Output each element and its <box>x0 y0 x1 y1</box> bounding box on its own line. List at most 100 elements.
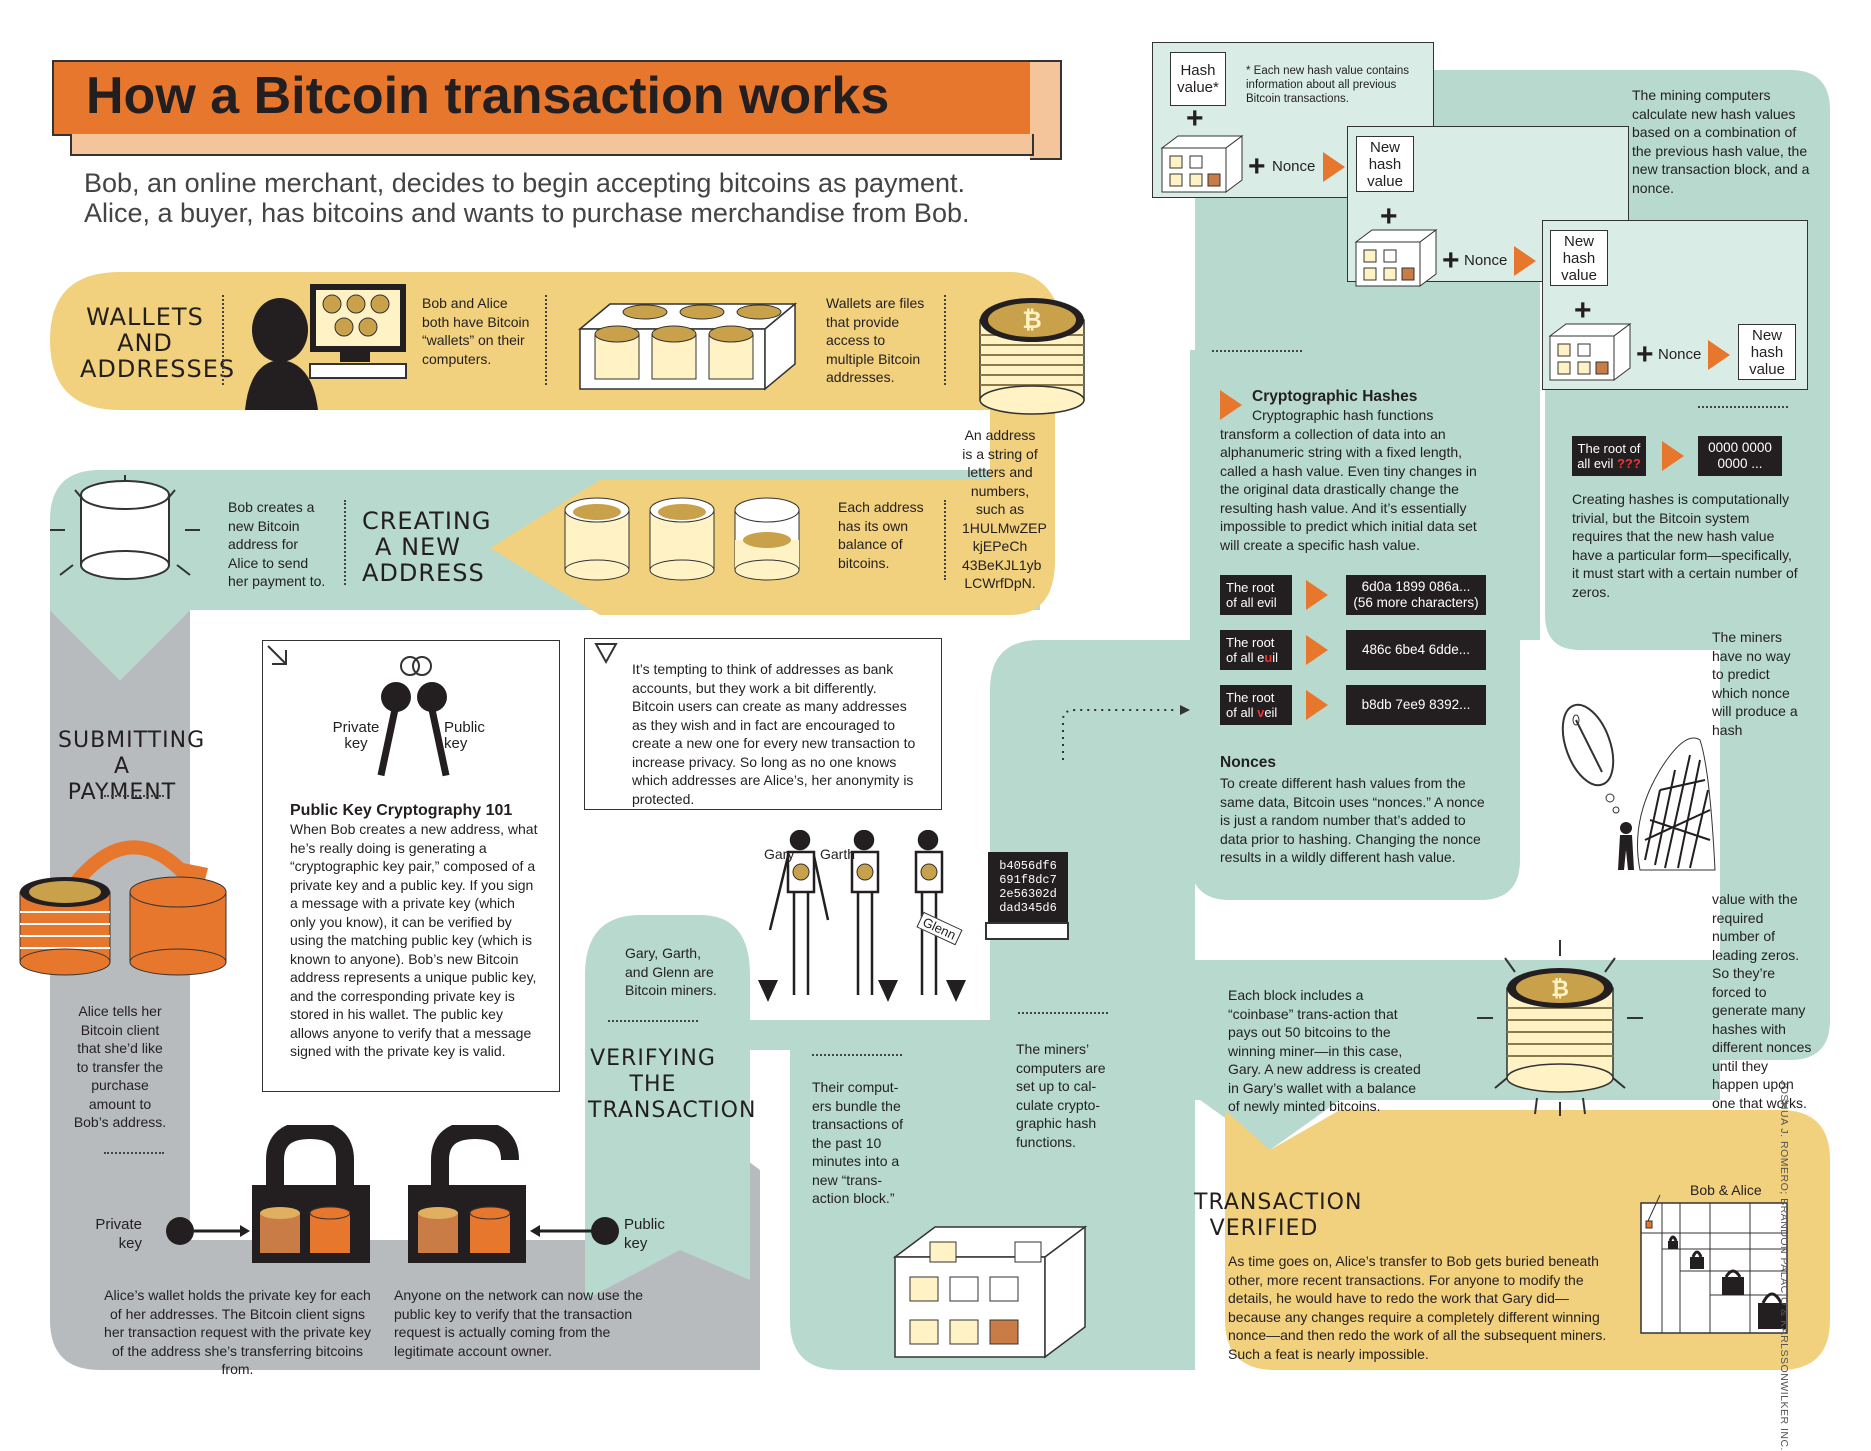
miner-gary-label: Gary <box>764 846 795 862</box>
hash-output-box: 486c 6be4 6dde... <box>1346 630 1486 670</box>
coin-stack-icon: ₿ <box>979 298 1085 415</box>
zeros-output-box: 0000 0000 0000 ... <box>1698 436 1782 476</box>
hash-input-box: The root of all veil <box>1220 685 1292 725</box>
block-icon-1 <box>1160 135 1244 193</box>
new-hash-value-box: New hash value <box>1550 230 1608 286</box>
anonymity-note-box <box>584 638 942 810</box>
arrow-icon <box>1306 690 1328 720</box>
svg-text:₿: ₿ <box>1022 306 1042 334</box>
crypto-text: Cryptographic hash functions transform a… <box>1220 407 1477 553</box>
verifying-heading: Verifying the transaction <box>588 1046 757 1123</box>
corner-arrow-icon <box>267 645 287 665</box>
block-icon-3 <box>1548 323 1632 381</box>
miners-text: Gary, Garth, and Glenn are Bitcoin miner… <box>625 945 717 998</box>
plus-icon: + <box>1186 102 1204 135</box>
hash-value-box: Hash value* <box>1170 52 1226 106</box>
zeros-text-3: value with the required number of leadin… <box>1712 891 1812 1111</box>
section-arrow-icon <box>1220 390 1242 420</box>
public-key-label: Public key <box>624 1216 665 1252</box>
submitting-text-1: Alice tells her Bitcoin client that she’… <box>73 1003 167 1130</box>
gray-path <box>50 610 760 1370</box>
miner-computer-base <box>985 922 1069 940</box>
arrow-icon <box>1323 152 1345 182</box>
mining-description: The mining computers calculate new hash … <box>1632 87 1810 196</box>
bob-alice-label: Bob & Alice <box>1690 1182 1762 1198</box>
title-banner <box>52 60 1032 136</box>
verified-heading: Transaction verified <box>1194 1190 1363 1241</box>
wallets-text-1: Bob and Alice both have Bitcoin “wallets… <box>422 295 530 367</box>
pkc-private-label: Private key <box>332 719 380 752</box>
coinbase-text: Each block includes a “coinbase” trans-a… <box>1228 987 1421 1114</box>
transaction-block-icon <box>892 1225 1088 1359</box>
page-title: How a Bitcoin transaction works <box>86 67 890 125</box>
verifying-text-1: Their comput-ers bundle the transactions… <box>812 1079 904 1206</box>
nonce-label: Nonce <box>1658 346 1702 363</box>
title-banner-bottom <box>70 134 1034 156</box>
verified-text: As time goes on, Alice’s transfer to Bob… <box>1228 1253 1607 1362</box>
arrow-icon <box>1662 441 1684 471</box>
hash-output-box: 6d0a 1899 086a... (56 more characters) <box>1346 575 1486 615</box>
arrow-icon <box>1708 340 1730 370</box>
yellow-band-top <box>50 272 1055 615</box>
plus-icon: + <box>1574 294 1592 327</box>
hash-output-box: b8db 7ee9 8392... <box>1346 685 1486 725</box>
pkc-box <box>262 640 560 1092</box>
person-computer-icon <box>245 284 407 410</box>
buried-blocks-icon <box>1640 1194 1788 1334</box>
submitting-text-2: Alice’s wallet holds the private key for… <box>104 1287 371 1377</box>
pkc-title: Public Key Cryptography 101 <box>290 802 513 819</box>
nonces-text: To create different hash values from the… <box>1220 775 1485 865</box>
transfer-arrow <box>64 840 196 895</box>
arrow-icon <box>1306 580 1328 610</box>
plus-icon: + <box>1442 244 1460 277</box>
svg-text:₿: ₿ <box>1551 977 1569 1002</box>
creating-heading: Creating a new address <box>362 507 492 587</box>
pkc-text: When Bob creates a new address, what he’… <box>290 821 538 1059</box>
new-hash-value-box: New hash value <box>1356 136 1414 192</box>
coinbase-coin-icon: ₿ <box>1477 940 1643 1116</box>
address-balances-icon <box>564 497 800 581</box>
wallets-heading: Wallets and addresses <box>80 303 236 383</box>
arrow-icon <box>1306 635 1328 665</box>
key-pair-icon <box>377 656 450 777</box>
anonymity-note-text: It’s tempting to think of addresses as b… <box>632 661 916 807</box>
hash-input-box: The root of all euil <box>1220 630 1292 670</box>
arrow-icon <box>1514 246 1536 276</box>
nonces-title: Nonces <box>1220 754 1276 771</box>
creating-text-1: Bob creates a new Bitcoin address for Al… <box>228 499 326 589</box>
lock-open-icon <box>408 1125 619 1263</box>
miner-garth-label: Garth <box>820 846 856 862</box>
plus-icon: + <box>1636 338 1654 371</box>
miners-icon <box>758 830 966 1002</box>
creating-text-2: Each address has its own balance of bitc… <box>838 499 924 571</box>
crypto-title: Cryptographic Hashes <box>1252 388 1418 405</box>
new-hash-value-box: New hash value <box>1738 324 1796 380</box>
wallets-text-3: An address is a string of letters and nu… <box>962 427 1047 591</box>
title-banner-side <box>1030 60 1062 160</box>
mining-footnote: * Each new hash value contains informati… <box>1246 65 1410 105</box>
verifying-text-2: The miners’ computers are set up to cal-… <box>1016 1041 1106 1150</box>
plus-icon: + <box>1248 150 1266 183</box>
down-arrow-icon <box>594 643 618 665</box>
teal-crypto <box>1190 350 1520 900</box>
dotted-connector <box>1062 709 1175 760</box>
hash-input-box: The root of all evil <box>1220 575 1292 615</box>
intro-text: Bob, an online merchant, decides to begi… <box>84 168 970 228</box>
teal-verifying <box>585 640 1195 1370</box>
hash-examples: The root of all evil 6d0a 1899 086a... (5… <box>1220 575 1486 745</box>
plus-icon: + <box>1380 200 1398 233</box>
pkc-public-label: Public key <box>444 719 485 752</box>
nonce-label: Nonce <box>1464 252 1508 269</box>
miner-computer-screen: b4056df6 691f8dc7 2e56302d dad345d6 <box>988 852 1068 922</box>
wallets-text-2: Wallets are files that provide access to… <box>826 295 925 385</box>
lock-closed-icon <box>166 1125 370 1263</box>
private-key-label: Private key <box>95 1216 142 1252</box>
submitting-heading: Submitting a payment <box>58 728 206 805</box>
zeros-text: Creating hashes is computationally trivi… <box>1572 491 1798 600</box>
needle-haystack-icon <box>1561 703 1716 871</box>
new-address-icon <box>50 475 200 580</box>
transfer-coins-icon <box>19 876 227 976</box>
wallet-box-icon <box>577 302 798 391</box>
credit-text: JOSHUA J. ROMERO; BRANDON PALACIO & KARL… <box>1778 1080 1790 1451</box>
submitting-text-3: Anyone on the network can now use the pu… <box>394 1287 644 1359</box>
